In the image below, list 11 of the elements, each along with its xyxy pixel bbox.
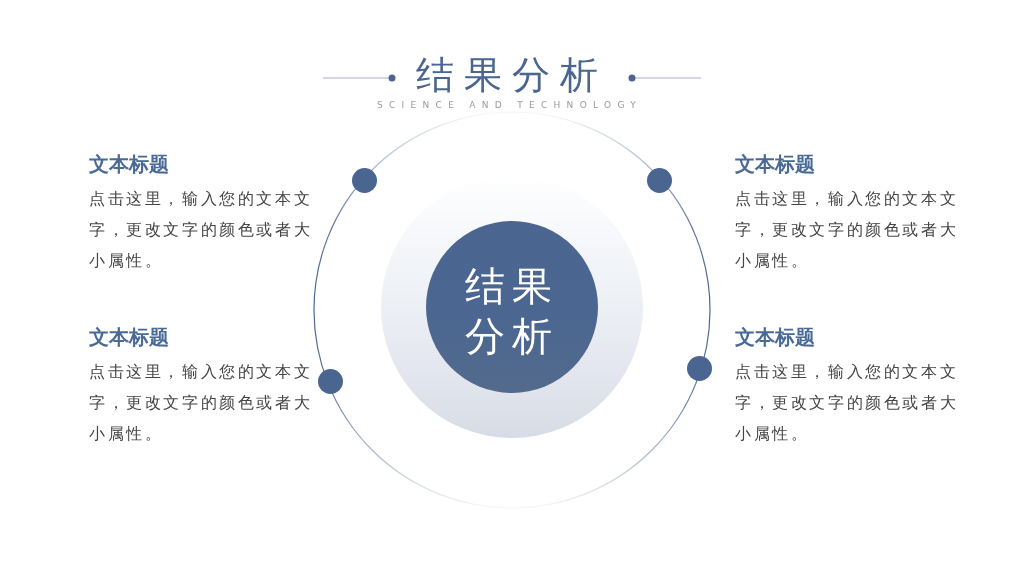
body-text: 点击这里，输入您的文本文字，更改文字的颜色或者大小属性。 (735, 361, 960, 445)
heading: 文本标题 (89, 151, 169, 177)
heading: 文本标题 (89, 324, 169, 350)
slide-title: 结果分析 (416, 52, 608, 98)
heading: 文本标题 (735, 324, 815, 350)
heading: 文本标题 (735, 151, 815, 177)
body-text: 点击这里，输入您的文本文字，更改文字的颜色或者大小属性。 (89, 188, 314, 272)
body-text: 点击这里，输入您的文本文字，更改文字的颜色或者大小属性。 (735, 188, 960, 272)
body-text: 点击这里，输入您的文本文字，更改文字的颜色或者大小属性。 (89, 361, 314, 445)
subtitle: SCIENCE AND TECHNOLOGY (377, 99, 643, 111)
circle-label: 结果分析 (465, 262, 560, 361)
